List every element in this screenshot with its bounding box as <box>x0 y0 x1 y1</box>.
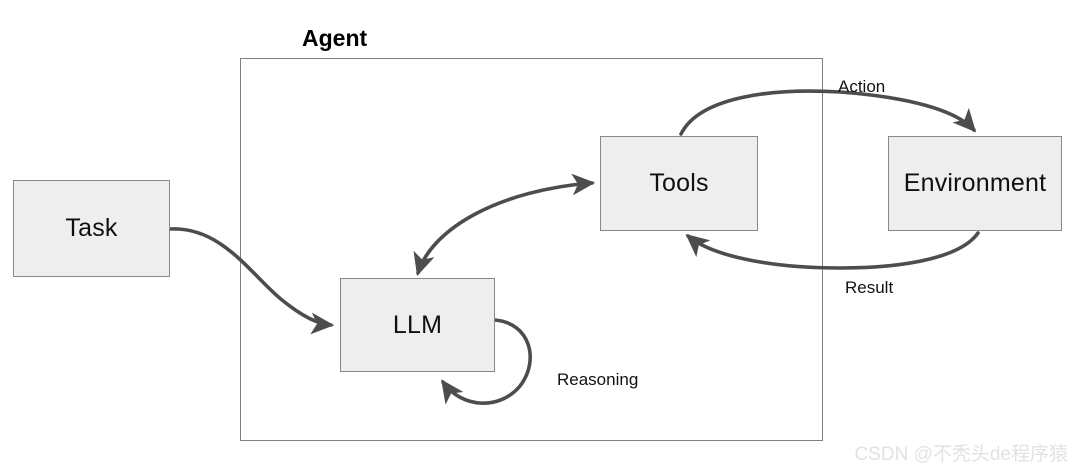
node-llm[interactable]: LLM <box>340 278 495 372</box>
edge-llm-self-loop <box>441 318 532 405</box>
edge-tools-to-environment <box>679 89 977 136</box>
node-tools-label: Tools <box>649 169 709 197</box>
node-environment-label: Environment <box>903 169 1047 197</box>
node-environment[interactable]: Environment <box>888 136 1062 231</box>
edge-label-result: Result <box>845 278 894 297</box>
edge-task-to-llm <box>168 227 335 335</box>
edge-environment-to-tools <box>685 231 980 270</box>
node-task[interactable]: Task <box>13 180 170 277</box>
agent-group-title: Agent <box>302 25 368 51</box>
node-task-label: Task <box>65 214 118 242</box>
agent-group-container <box>240 58 823 441</box>
edge-label-action: Action <box>838 77 886 96</box>
node-tools[interactable]: Tools <box>600 136 758 231</box>
edge-label-reasoning: Reasoning <box>557 370 639 389</box>
csdn-watermark: CSDN @不秃头de程序猿 <box>854 444 1068 465</box>
edge-llm-tools <box>413 173 596 277</box>
node-llm-label: LLM <box>392 310 443 339</box>
